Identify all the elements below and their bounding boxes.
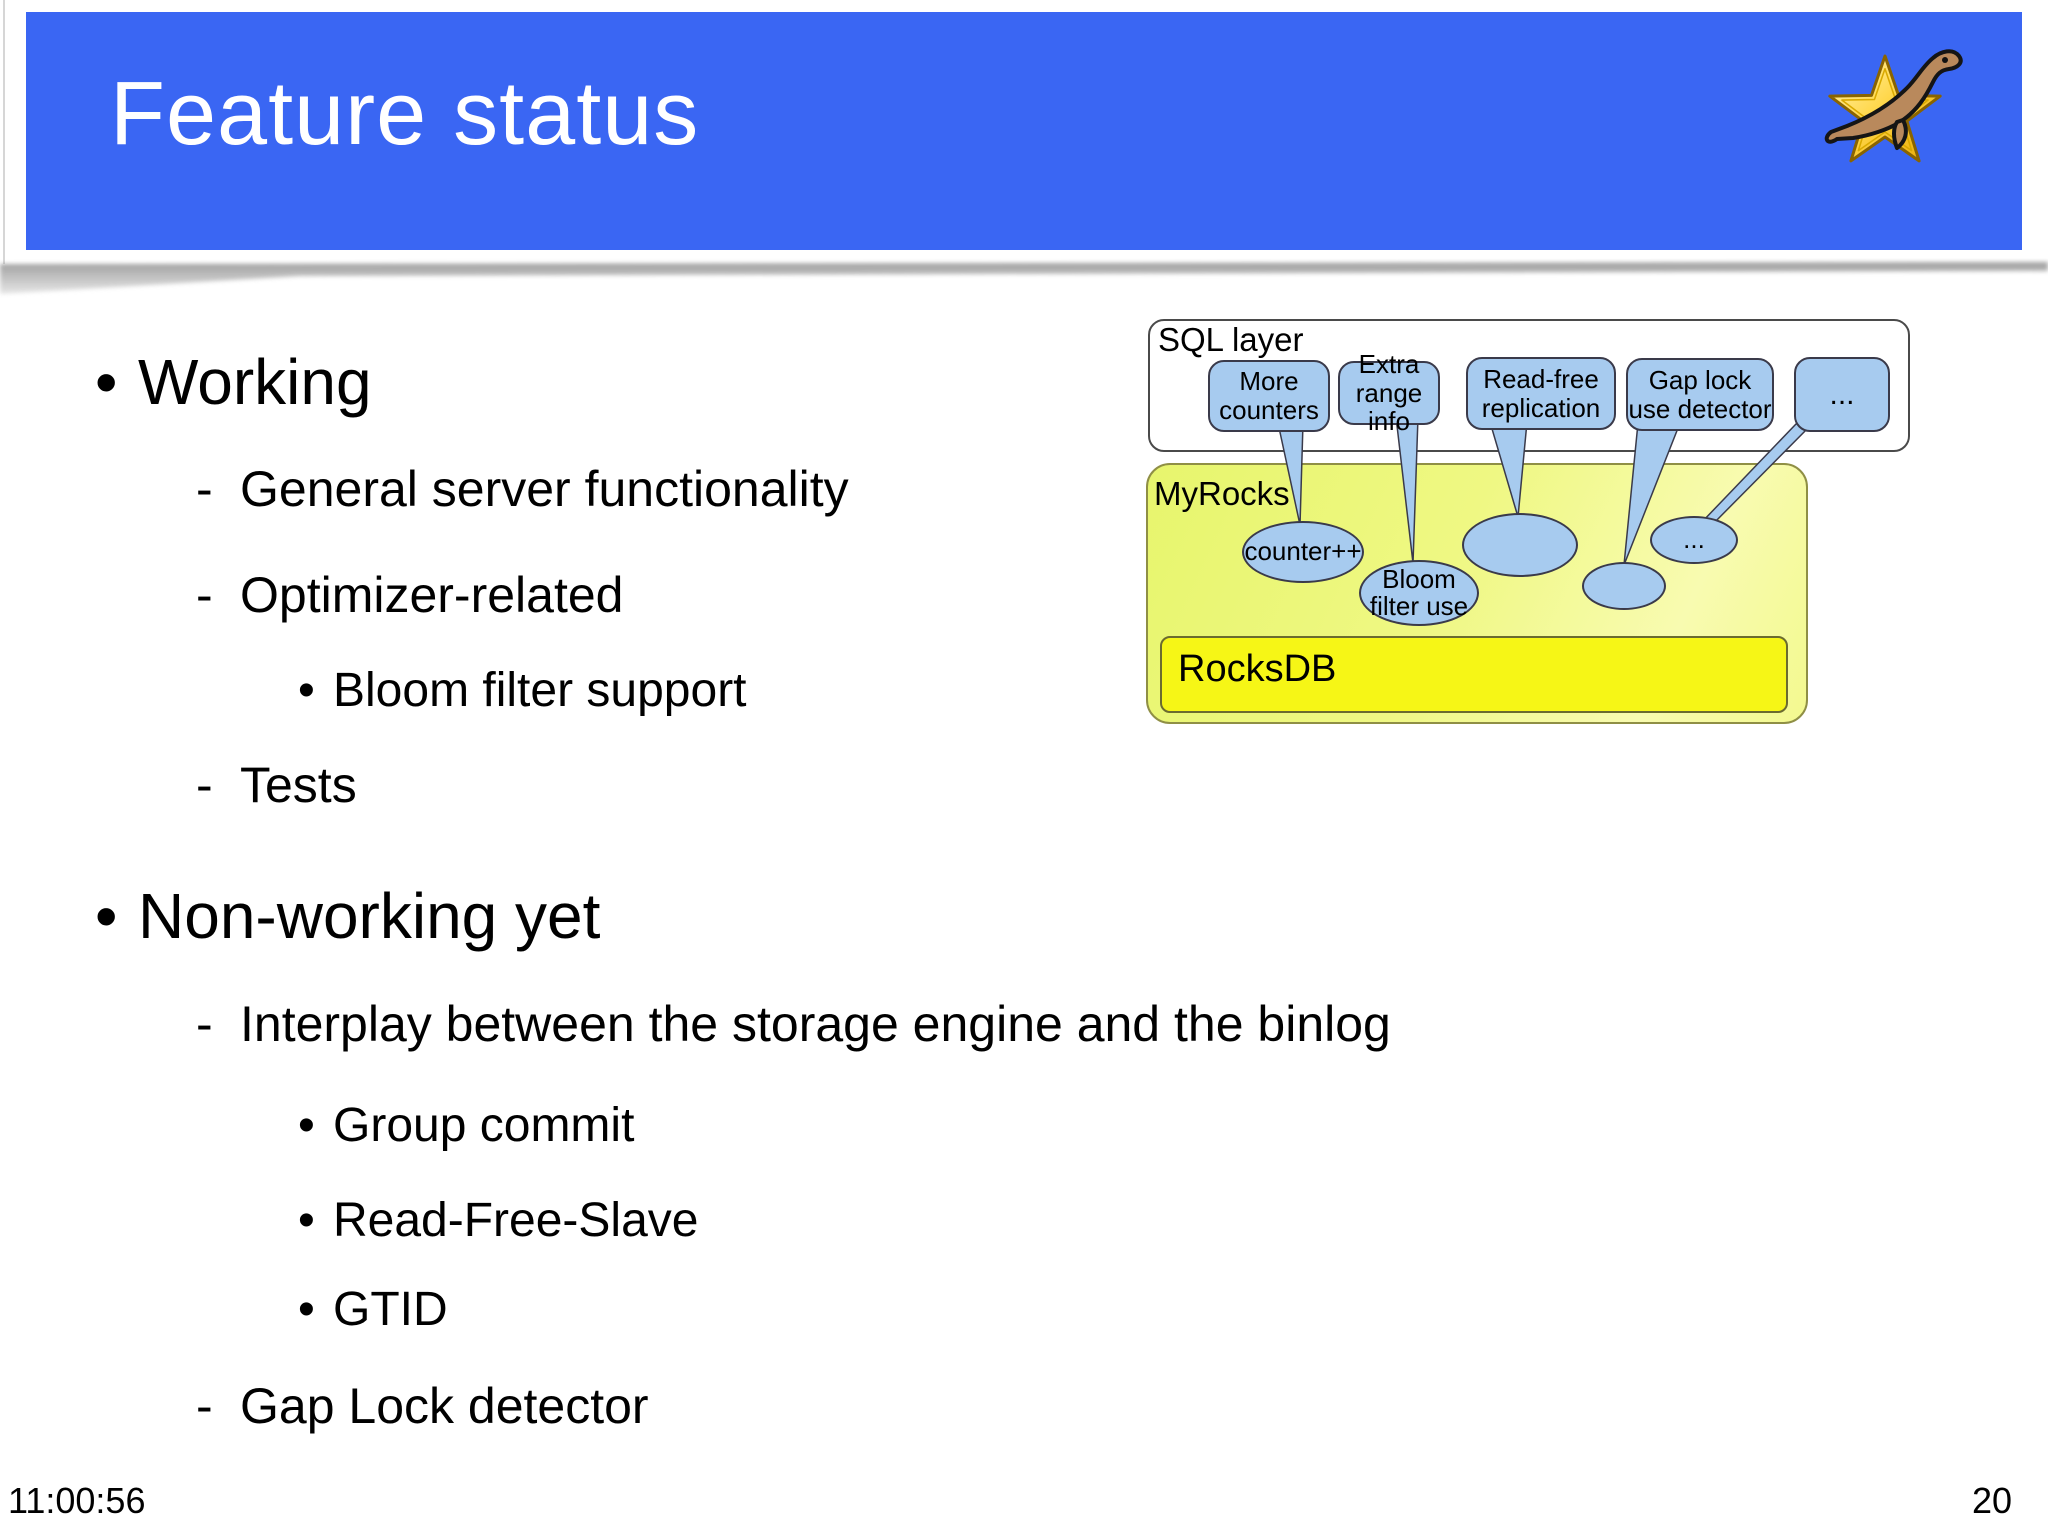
bullet-dot-icon: • <box>95 346 118 418</box>
bullet-interplay: -Interplay between the storage engine an… <box>196 995 1391 1053</box>
bullet-bloom-filter: • Bloom filter support <box>298 663 747 718</box>
myrocks-label: MyRocks <box>1154 475 1290 512</box>
bullet-dot-icon: • <box>298 664 315 717</box>
sql-layer-label: SQL layer <box>1158 321 1304 358</box>
bullet-text: Bloom filter support <box>333 664 747 717</box>
ellipse-label: counter++ <box>1244 536 1362 567</box>
ellipse-gap-lock <box>1582 562 1666 610</box>
bullet-text: Group commit <box>333 1099 635 1152</box>
bullet-working: • Working <box>95 345 372 419</box>
callout-gap-lock-detector: Gap lock use detector <box>1626 358 1774 431</box>
bullet-text: GTID <box>333 1283 448 1336</box>
bullet-gap-lock: -Gap Lock detector <box>196 1377 649 1435</box>
bullet-text: General server functionality <box>240 461 849 517</box>
rocksdb-label: RocksDB <box>1178 648 1337 690</box>
bullet-dash-icon: - <box>196 1378 213 1434</box>
bullet-text: Gap Lock detector <box>240 1378 649 1434</box>
callout-label: Read-free replication <box>1481 363 1601 423</box>
bullet-dash-icon: - <box>196 996 213 1052</box>
bullet-non-working: • Non-working yet <box>95 879 600 953</box>
ellipse-counter: counter++ <box>1242 521 1364 583</box>
page-number: 20 <box>1971 1480 2012 1521</box>
header-drop-shadow <box>0 262 2048 294</box>
bullet-read-free-slave: • Read-Free-Slave <box>298 1193 698 1248</box>
ellipse-label: ... <box>1683 524 1705 555</box>
bullet-tests: -Tests <box>196 756 357 814</box>
bullet-text: Tests <box>240 757 357 813</box>
bullet-general-server: -General server functionality <box>196 460 849 518</box>
architecture-diagram: SQL layer MyRocks More counters Extra ra… <box>1140 315 1920 735</box>
ellipse-label: Bloom filter use <box>1369 563 1469 621</box>
callout-label: ... <box>1829 378 1855 411</box>
bullet-optimizer: -Optimizer-related <box>196 566 623 624</box>
slide-left-edge <box>3 0 5 264</box>
clock-time: 11:00:56 <box>8 1480 146 1521</box>
bullet-dot-icon: • <box>298 1099 315 1152</box>
ellipse-ellipsis: ... <box>1650 516 1738 564</box>
callout-extra-range-info: Extra range info <box>1338 350 1440 436</box>
bullet-dash-icon: - <box>196 461 213 517</box>
bullet-gtid: • GTID <box>298 1282 448 1337</box>
callout-label: Extra range info <box>1355 349 1423 437</box>
header-bar: Feature status <box>26 12 2022 250</box>
callout-read-free-replication: Read-free replication <box>1466 357 1616 430</box>
mariadb-seal-star-icon <box>1824 49 1963 163</box>
callout-ellipsis: ... <box>1794 357 1890 432</box>
bullet-dash-icon: - <box>196 567 213 623</box>
bullet-text: Interplay between the storage engine and… <box>240 996 1391 1052</box>
bullet-text: Non-working yet <box>138 880 601 952</box>
bullet-dot-icon: • <box>298 1283 315 1336</box>
bullet-text: Optimizer-related <box>240 567 624 623</box>
rocksdb-box: RocksDB <box>1160 636 1788 713</box>
bullet-text: Working <box>138 346 372 418</box>
slide-title: Feature status <box>110 64 700 164</box>
callout-more-counters: More counters <box>1208 360 1330 432</box>
bullet-dot-icon: • <box>95 880 118 952</box>
callout-label: More counters <box>1219 366 1319 425</box>
bullet-group-commit: • Group commit <box>298 1098 634 1153</box>
bullet-dash-icon: - <box>196 757 213 813</box>
ellipse-read-free <box>1462 513 1578 577</box>
bullet-text: Read-Free-Slave <box>333 1194 699 1247</box>
callout-label: Gap lock use detector <box>1628 364 1772 424</box>
bullet-dot-icon: • <box>298 1194 315 1247</box>
ellipse-bloom-filter-use: Bloom filter use <box>1359 560 1479 626</box>
